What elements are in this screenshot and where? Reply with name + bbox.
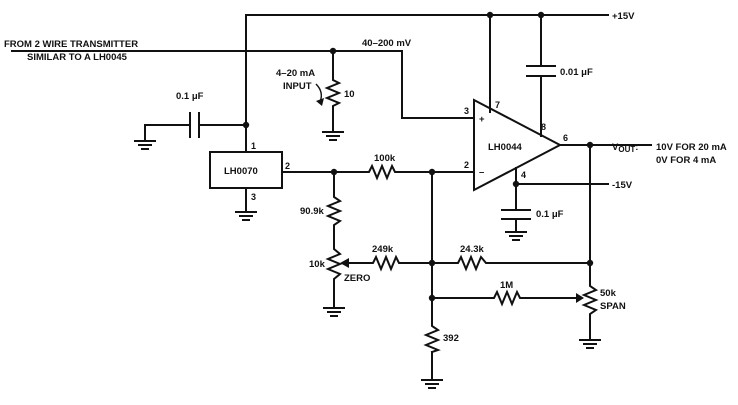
neg-supply-label: -15V (612, 180, 633, 191)
zero-pot-wiper-icon (340, 258, 349, 268)
span-pot-symbol (581, 281, 599, 317)
resistor-24k3-label: 24.3k (460, 244, 484, 255)
opamp-plus-sign: + (479, 114, 485, 125)
comp-cap-label: 0.01 μF (560, 67, 593, 78)
output-line1: 10V FOR 20 mA (656, 142, 727, 153)
wires (11, 14, 652, 381)
decouple-cap-label: 0.1 μF (536, 209, 564, 220)
resistor-392-label: 392 (443, 333, 459, 344)
ground-icon (505, 231, 527, 241)
span-pot-name-label: SPAN (600, 301, 626, 312)
zero-pot-name-label: ZERO (344, 273, 370, 284)
ref-pin-1: 1 (251, 141, 256, 151)
sense-resistor-symbol (324, 75, 342, 109)
output-label-colon: : (635, 142, 638, 153)
sense-resistor-label: 10 (344, 89, 355, 100)
output-label: VOUT: (612, 142, 638, 154)
ground-icon (579, 339, 601, 349)
input-voltage-label: 40–200 mV (362, 38, 412, 49)
resistor-100k-label: 100k (374, 153, 396, 164)
resistor-90k9-label: 90.9k (300, 206, 324, 217)
ground-icon (235, 211, 257, 221)
resistor-24k3-symbol (454, 254, 490, 272)
output-label-sub: OUT (618, 145, 635, 154)
current-arrow-head-icon (316, 98, 324, 106)
resistor-392-symbol (423, 321, 441, 354)
ground-icon (421, 379, 443, 389)
ref-ic-label: LH0070 (224, 166, 258, 177)
opamp-pin-6: 6 (563, 133, 568, 143)
junction-dots (242, 11, 594, 302)
ground-icon (323, 307, 345, 317)
input-cap-label: 0.1 μF (176, 91, 204, 102)
pos-supply-label: +15V (612, 11, 635, 22)
opamp-symbol (473, 98, 563, 192)
source-label-line2: SIMILAR TO A LH0045 (27, 52, 128, 63)
ref-pin-3: 3 (251, 192, 256, 202)
opamp-minus-sign: – (479, 167, 484, 178)
opamp-label: LH0044 (488, 142, 523, 153)
ref-pin-2: 2 (285, 161, 290, 171)
zero-pot-symbol (325, 244, 343, 283)
input-current-label-2: INPUT (283, 81, 312, 92)
span-pot-value-label: 50k (600, 288, 617, 299)
input-current-label: 4–20 mA (276, 68, 315, 79)
resistor-100k-symbol (365, 163, 399, 181)
ref-ic-box (209, 151, 283, 189)
opamp-pin-7: 7 (495, 100, 500, 110)
zero-pot-value-label: 10k (309, 259, 326, 270)
resistor-249k-label: 249k (372, 244, 394, 255)
input-capacitor-symbol (189, 112, 200, 138)
resistor-1m-symbol (490, 289, 523, 307)
ground-icon (322, 131, 344, 141)
output-line2: 0V FOR 4 mA (656, 155, 716, 166)
opamp-pin-2: 2 (464, 160, 469, 170)
opamp-pin-4: 4 (521, 170, 526, 180)
resistor-1m-label: 1M (500, 280, 513, 291)
decouple-capacitor-symbol (501, 209, 531, 220)
span-pot-wiper-icon (576, 293, 584, 303)
resistor-90k9-symbol (325, 193, 343, 229)
opamp-pin-3: 3 (464, 106, 469, 116)
opamp-pin-8: 8 (541, 122, 546, 132)
comp-capacitor-symbol (526, 65, 556, 77)
source-label-line1: FROM 2 WIRE TRANSMITTER (4, 39, 138, 50)
resistor-249k-symbol (369, 254, 403, 272)
output-label-v: V (612, 142, 619, 153)
ground-icon (134, 140, 156, 150)
